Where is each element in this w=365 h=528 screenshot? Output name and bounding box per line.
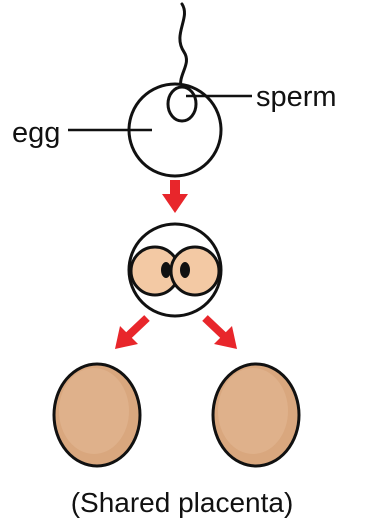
- right-cell: [171, 247, 219, 295]
- sperm-label: sperm: [256, 81, 337, 113]
- caption-shared-placenta: (Shared placenta): [71, 487, 294, 518]
- embryo-left: [54, 364, 140, 466]
- arrow-down-right-icon: [205, 318, 237, 349]
- arrow-down-icon: [162, 180, 188, 213]
- right-nucleus: [180, 262, 190, 278]
- split-embryo-stage: [129, 224, 221, 316]
- embryo-right: [213, 364, 299, 466]
- egg-label: egg: [12, 117, 60, 149]
- left-nucleus: [161, 262, 171, 278]
- fertilization-stage: sperm egg: [12, 4, 337, 176]
- arrow-down-left-icon: [115, 318, 147, 349]
- sperm-tail: [180, 4, 187, 88]
- sperm-head: [168, 87, 196, 121]
